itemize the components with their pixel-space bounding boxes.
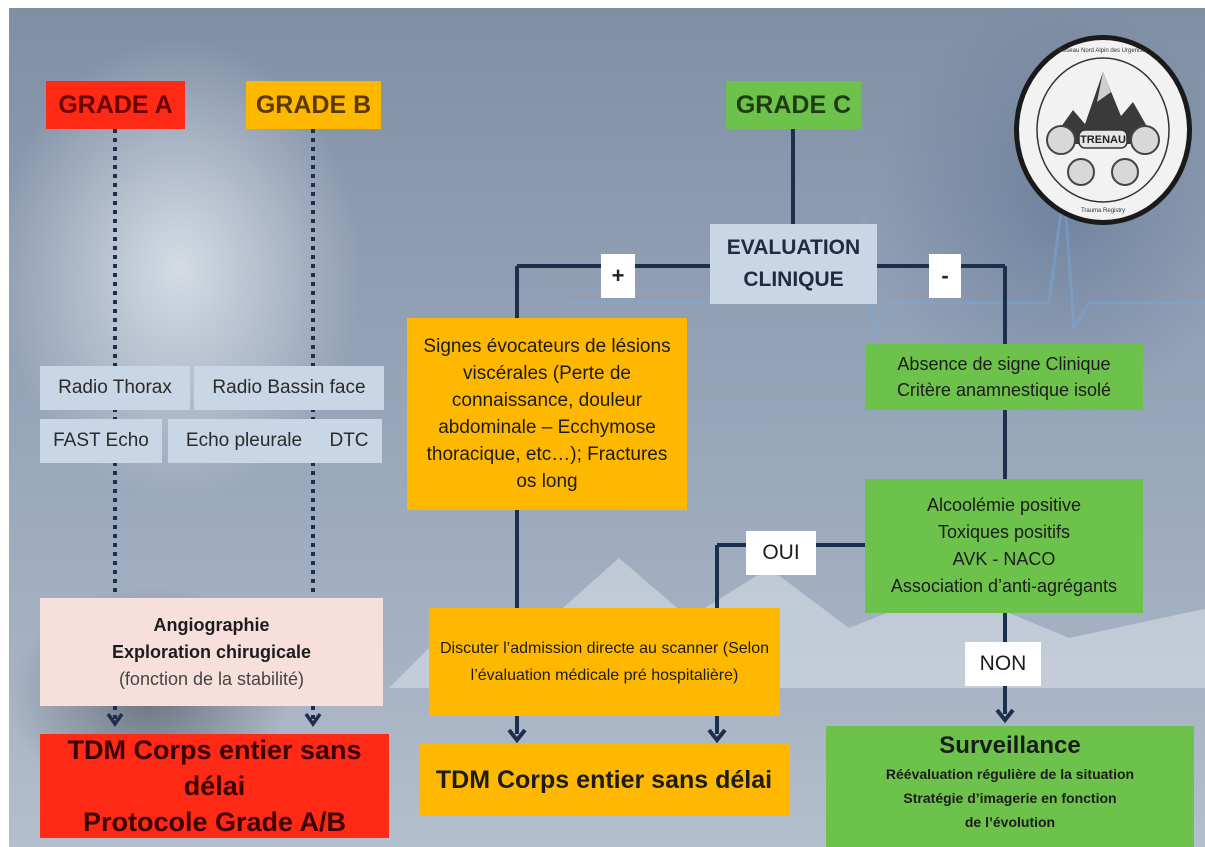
oui-label: OUI xyxy=(746,531,816,575)
arrow-grade-b xyxy=(304,712,322,728)
criteria-item: AVK - NACO xyxy=(952,549,1056,569)
absence-line-2: Critère anamnestique isolé xyxy=(896,380,1112,400)
evaluation-clinique-box: EVALUATION CLINIQUE xyxy=(710,224,877,304)
tdm-grade-ab-box: TDM Corps entier sans délai Protocole Gr… xyxy=(40,734,389,838)
angio-line-3: (fonction de la stabilité) xyxy=(118,668,305,689)
absence-line-1: Absence de signe Clinique xyxy=(897,354,1111,374)
evaluation-line-2: CLINIQUE xyxy=(743,268,844,291)
plus-branch-label: + xyxy=(601,254,635,298)
grade-a-label: GRADE A xyxy=(46,81,185,129)
arrow-non xyxy=(995,708,1015,724)
criteria-item: Alcoolémie positive xyxy=(926,495,1082,515)
criteria-item: Toxiques positifs xyxy=(937,522,1071,542)
logo-arc-top: Réseau Nord Alpin des Urgences xyxy=(1059,48,1148,54)
surveillance-line-2: Stratégie d’imagerie en fonction xyxy=(903,790,1117,806)
angio-line-2: Exploration chirugicale xyxy=(111,641,312,662)
grade-c-label: GRADE C xyxy=(726,81,861,129)
surveillance-box: Surveillance Réévaluation régulière de l… xyxy=(826,726,1194,847)
exam-radio-bassin: Radio Bassin face xyxy=(194,366,384,410)
minus-branch-label: - xyxy=(929,254,961,298)
arrow-grade-a xyxy=(106,712,124,728)
non-label: NON xyxy=(965,642,1041,686)
absence-signe-box: Absence de signe Clinique Critère anamne… xyxy=(865,344,1143,410)
signes-evocateurs-box: Signes évocateurs de lésions viscérales … xyxy=(407,318,687,510)
criteria-box: Alcoolémie positive Toxiques positifs AV… xyxy=(865,479,1143,613)
tdm-ab-line-1: TDM Corps entier sans délai xyxy=(67,735,362,801)
angiographie-box: Angiographie Exploration chirugicale (fo… xyxy=(40,598,383,706)
surveillance-title: Surveillance xyxy=(939,732,1081,759)
exam-echo-pleurale: Echo pleurale xyxy=(168,419,320,463)
evaluation-line-1: EVALUATION xyxy=(726,236,861,259)
surveillance-line-3: de l’évolution xyxy=(964,814,1056,830)
logo-name: TRENAU xyxy=(1080,134,1126,146)
grade-b-label: GRADE B xyxy=(246,81,381,129)
exam-fast-echo: FAST Echo xyxy=(40,419,162,463)
criteria-item: Association d’anti-agrégants xyxy=(890,576,1118,596)
arrow-discuter-left xyxy=(507,728,527,744)
flowchart-canvas: GRADE A GRADE B GRADE C Radio Thorax Rad… xyxy=(9,8,1205,847)
exam-radio-thorax: Radio Thorax xyxy=(40,366,190,410)
logo-arc-bottom: Trauma Registry xyxy=(1081,208,1125,214)
trenau-logo: TRENAU Réseau Nord Alpin des Urgences Tr… xyxy=(1014,35,1192,225)
exam-dtc: DTC xyxy=(316,419,382,463)
angio-line-1: Angiographie xyxy=(153,614,270,635)
tdm-ab-line-2: Protocole Grade A/B xyxy=(82,807,347,837)
tdm-center-box: TDM Corps entier sans délai xyxy=(419,744,789,816)
discuter-admission-box: Discuter l’admission directe au scanner … xyxy=(429,608,780,716)
surveillance-line-1: Réévaluation régulière de la situation xyxy=(885,766,1135,782)
arrow-discuter-right xyxy=(707,728,727,744)
